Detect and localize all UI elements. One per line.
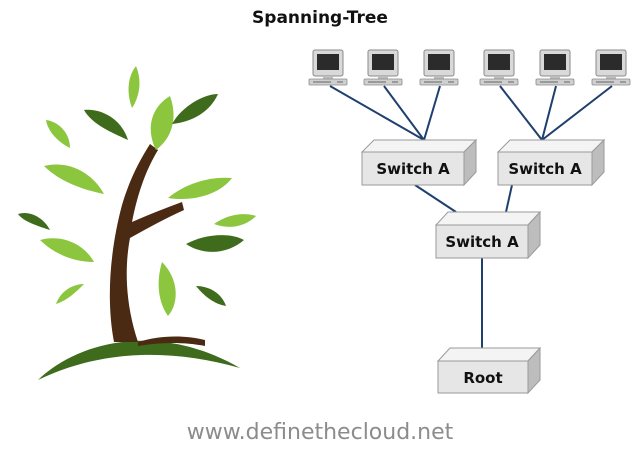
workstation-icon (535, 49, 575, 86)
switch-left: Switch A (360, 138, 478, 187)
workstation-icon (591, 49, 631, 86)
diagram-title: Spanning-Tree (252, 8, 388, 28)
workstation-icon (363, 49, 403, 86)
workstation-icon (308, 49, 348, 86)
root-label: Root (463, 369, 502, 387)
workstation-icon (419, 49, 459, 86)
footer-url: www.definethecloud.net (186, 420, 454, 445)
switch-center-label: Switch A (445, 233, 519, 251)
tree-logo (18, 66, 256, 380)
switch-left-label: Switch A (376, 160, 450, 178)
switch-center: Switch A (434, 210, 542, 260)
root-switch: Root (436, 346, 542, 395)
workstation-icon (479, 49, 519, 86)
switch-right-label: Switch A (508, 160, 582, 178)
switch-right: Switch A (496, 138, 606, 187)
network-links (329, 85, 613, 348)
